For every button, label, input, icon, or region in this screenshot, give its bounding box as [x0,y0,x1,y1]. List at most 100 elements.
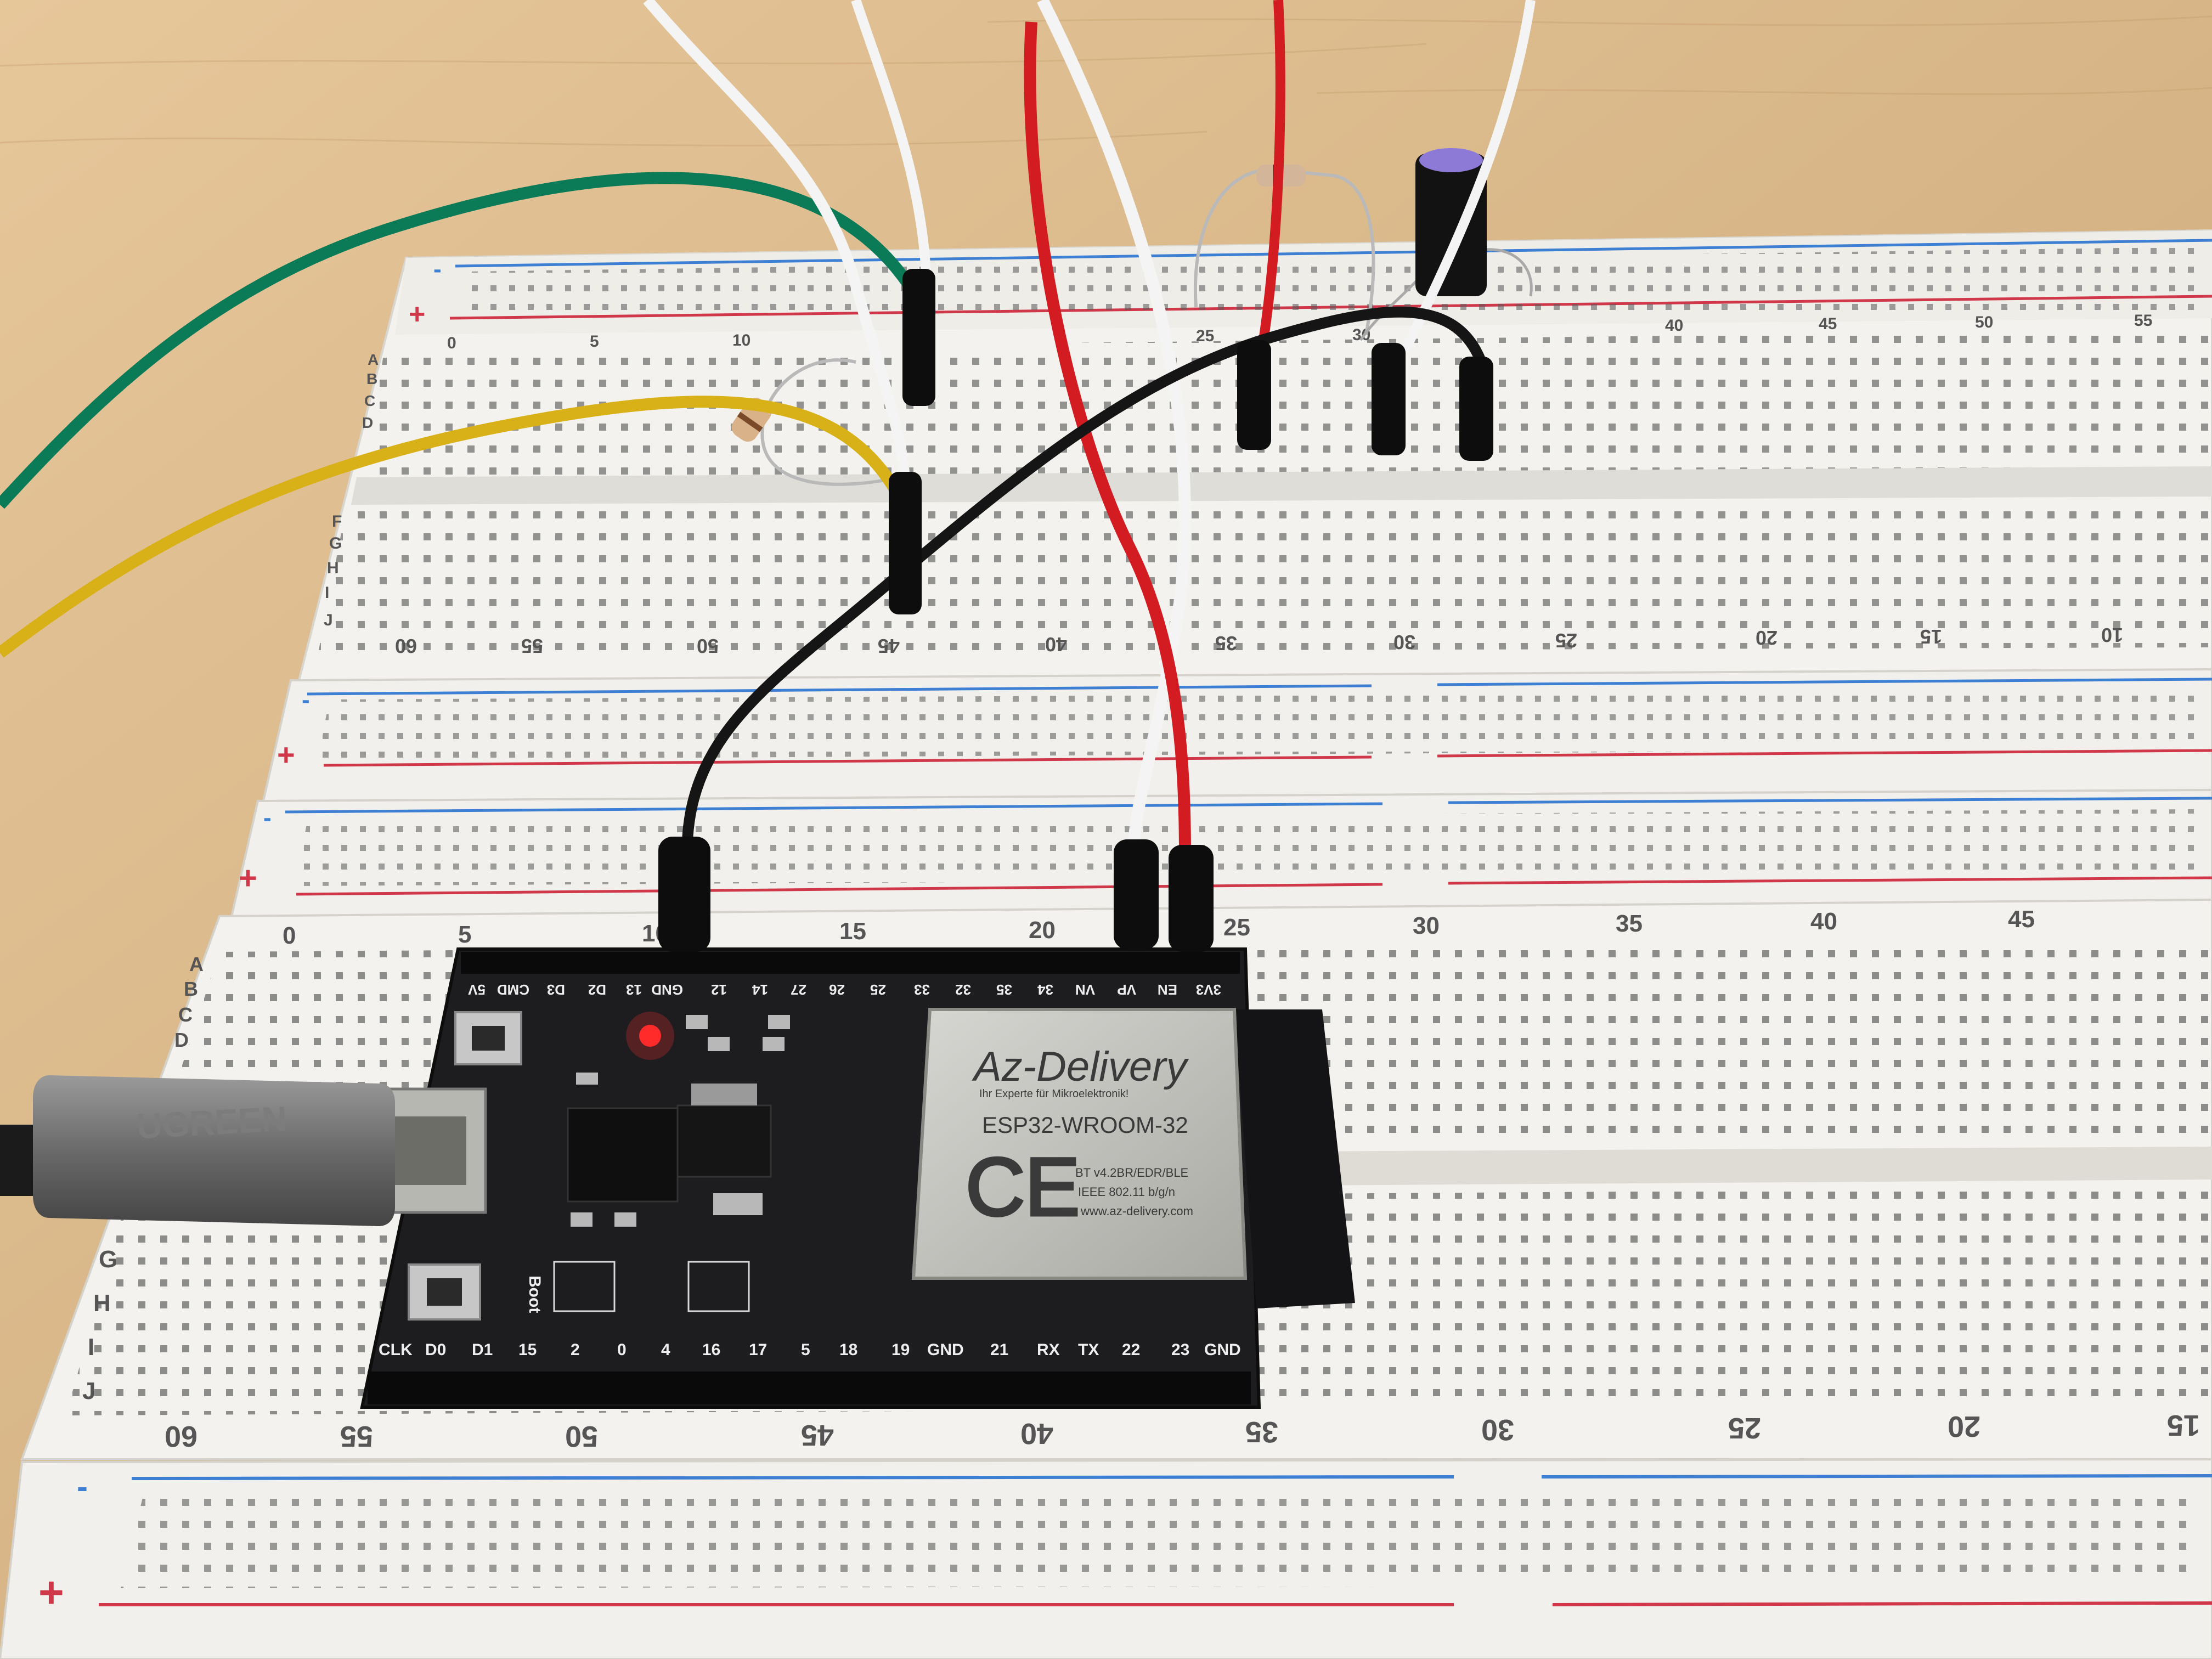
svg-text:55: 55 [2134,312,2152,330]
svg-text:21: 21 [990,1341,1008,1359]
middle-power-rails: - + - + [229,668,2212,923]
svg-text:40: 40 [1045,633,1067,656]
svg-text:14: 14 [752,981,768,998]
module-brand: Az-Delivery [972,1043,1189,1090]
svg-text:30: 30 [1393,631,1415,653]
svg-text:15: 15 [518,1341,537,1359]
power-led [639,1025,661,1047]
svg-text:25: 25 [870,981,886,998]
svg-text:B: B [366,370,377,387]
svg-text:CMD: CMD [497,981,529,998]
svg-text:45: 45 [878,635,900,657]
svg-text:25: 25 [1555,629,1577,652]
svg-text:13: 13 [626,981,642,998]
svg-text:25: 25 [1223,914,1250,941]
rail-blue-line [455,239,2212,268]
module-spec-line-3: www.az-delivery.com [1080,1204,1193,1218]
module-spec-line-2: IEEE 802.11 b/g/n [1078,1185,1175,1199]
svg-text:20: 20 [1756,627,1778,649]
lower-row-letters-bottom: G H I J [82,1246,117,1404]
rail-minus-marker: - [433,256,442,283]
svg-text:H: H [93,1290,111,1317]
en-reset-button[interactable] [454,1011,522,1065]
svg-text:25: 25 [1728,1412,1761,1444]
svg-text:GND: GND [651,981,683,998]
svg-text:10: 10 [2101,624,2123,646]
svg-text:D: D [362,414,373,431]
svg-text:C: C [178,1003,193,1026]
svg-text:35: 35 [996,981,1012,998]
svg-text:30: 30 [1481,1413,1514,1446]
svg-text:18: 18 [839,1341,857,1359]
voltage-regulator [676,1104,772,1178]
svg-text:VP: VP [1117,981,1136,998]
svg-text:45: 45 [801,1419,834,1452]
svg-text:EN: EN [1158,981,1177,998]
svg-text:40: 40 [1020,1417,1053,1450]
transistors [553,1261,750,1312]
svg-text:15: 15 [839,918,866,945]
svg-text:C: C [364,392,375,409]
upper-center-channel [351,466,2212,505]
svg-text:0: 0 [617,1341,627,1359]
svg-text:J: J [82,1378,95,1404]
svg-text:5: 5 [458,921,471,948]
svg-text:5V: 5V [468,981,486,998]
svg-text:D1: D1 [472,1341,493,1359]
boot-button[interactable] [408,1263,481,1321]
rail-plus-marker: + [409,298,425,330]
svg-text:D3: D3 [547,981,565,998]
svg-text:VN: VN [1075,981,1095,998]
svg-text:0: 0 [447,334,456,352]
red-jumper-wire [1024,21,1191,856]
green-jumper-wire [0,172,922,509]
jumper-connectors [658,269,1493,952]
svg-text:CLK: CLK [379,1341,413,1359]
svg-text:60: 60 [395,635,417,657]
white-jumper-wire-2 [851,0,932,308]
red-jumper-wire-2 [1257,0,1285,352]
svg-text:D: D [174,1029,189,1051]
svg-text:10: 10 [732,331,751,349]
module-model: ESP32-WROOM-32 [982,1112,1188,1138]
antenna-pcb [1234,1009,1355,1308]
svg-text:35: 35 [1215,632,1237,654]
svg-text:RX: RX [1037,1341,1060,1359]
svg-text:40: 40 [1810,908,1837,935]
svg-text:23: 23 [1171,1341,1189,1359]
svg-text:A: A [368,351,379,368]
svg-text:15: 15 [1920,625,1942,648]
svg-text:19: 19 [891,1341,910,1359]
rail-minus-marker: - [302,686,310,713]
top-pin-labels: 5V CMD D3 D2 13 GND 12 14 27 26 25 33 32… [468,981,1221,998]
upper-row-letters-bottom: F G H I J [324,512,342,629]
svg-text:4: 4 [661,1341,670,1359]
usb-cable-brand: UGREEN [136,1099,288,1146]
svg-text:22: 22 [1122,1341,1140,1359]
upper-breadboard: - + 0 5 10 25 30 40 45 50 55 A B C D F G… [295,229,2212,693]
electrolytic-capacitor [1359,148,1533,341]
svg-text:45: 45 [2008,906,2035,933]
black-jumper-wire [681,306,1487,878]
svg-text:16: 16 [702,1341,720,1359]
svg-text:I: I [88,1334,94,1361]
bottom-pin-labels: CLK D0 D1 15 2 0 4 16 17 5 18 19 GND 21 … [379,1341,1241,1359]
usb-uart-chip [567,1107,679,1203]
svg-text:20: 20 [1029,917,1056,944]
svg-text:17: 17 [749,1341,767,1359]
svg-text:15: 15 [2167,1409,2200,1442]
svg-text:G: G [99,1246,117,1273]
rail-plus-marker: + [277,737,295,772]
svg-text:50: 50 [565,1420,598,1453]
svg-text:H: H [327,559,339,577]
svg-text:5: 5 [801,1341,810,1359]
boot-label: Boot [526,1276,544,1313]
svg-text:34: 34 [1037,981,1053,998]
svg-text:50: 50 [697,635,719,657]
rail-minus-marker: - [263,804,272,831]
lower-bottom-numbers: 60 55 50 45 40 35 30 25 20 15 [165,1409,2200,1453]
module-spec-line-1: BT v4.2BR/EDR/BLE [1075,1166,1188,1180]
power-led-glow [626,1012,674,1060]
svg-text:GND: GND [1204,1341,1241,1359]
